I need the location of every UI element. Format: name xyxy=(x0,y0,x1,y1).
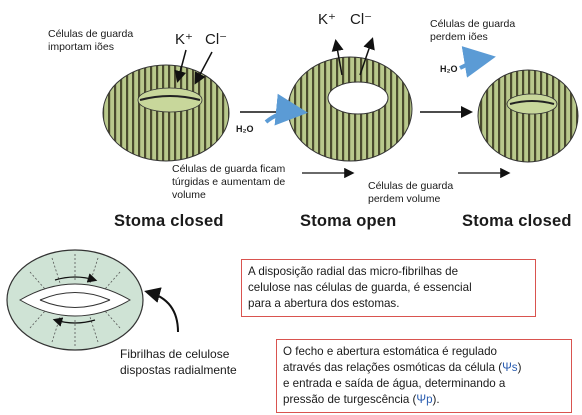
fibril-label-line2: dispostas radialmente xyxy=(120,362,237,378)
box1-line2: celulose nas células de guarda, é essenc… xyxy=(248,280,529,296)
fibril-pointer-arrow xyxy=(148,292,178,332)
fibril-label-line1: Fibrilhas de celulose xyxy=(120,346,237,362)
stoma-closed-left xyxy=(103,65,229,161)
ion-k-mid: K⁺ xyxy=(318,10,336,28)
box2-line4-end: ). xyxy=(433,393,440,406)
box2-line2-end: ) xyxy=(518,361,522,374)
label-turgid: Células de guarda ficam túrgidas e aumen… xyxy=(172,163,285,202)
label-volume-line2: perdem volume xyxy=(368,193,453,206)
label-lose-volume: Células de guarda perdem volume xyxy=(368,180,453,206)
label-turgid-line2: túrgidas e aumentam de xyxy=(172,176,285,189)
ion-cl-mid: Cl⁻ xyxy=(350,10,372,28)
water-label-left: H₂O xyxy=(236,124,254,134)
fibril-label: Fibrilhas de celulose dispostas radialme… xyxy=(120,346,237,378)
stage-title-open: Stoma open xyxy=(300,212,396,231)
label-lose-line1: Células de guarda xyxy=(430,18,515,31)
info-box-fibrils: A disposição radial das micro-fibrilhas … xyxy=(241,259,536,317)
label-import-line1: Células de guarda xyxy=(48,28,133,41)
box2-line1: O fecho e abertura estomática é regulado xyxy=(283,344,565,360)
box1-line1: A disposição radial das micro-fibrilhas … xyxy=(248,264,529,280)
info-box-osmotic: O fecho e abertura estomática é regulado… xyxy=(276,339,572,413)
label-turgid-line3: volume xyxy=(172,189,285,202)
label-volume-line1: Células de guarda xyxy=(368,180,453,193)
psi-s-symbol: Ψs xyxy=(502,361,517,374)
water-label-right: H₂O xyxy=(440,64,458,74)
label-lose-ions: Células de guarda perdem iões xyxy=(430,18,515,44)
box2-line4-text: pressão de turgescência ( xyxy=(283,393,416,406)
water-out-arrow xyxy=(460,58,488,68)
box2-line4: pressão de turgescência (Ψp). xyxy=(283,392,565,408)
label-turgid-line1: Células de guarda ficam xyxy=(172,163,285,176)
label-import-ions: Células de guarda importam iões xyxy=(48,28,133,54)
box2-line2-text: através das relações osmóticas da célula… xyxy=(283,361,502,374)
ion-k-left: K⁺ xyxy=(175,30,193,48)
stoma-closed-right xyxy=(478,70,578,162)
stage-title-closed-left: Stoma closed xyxy=(114,212,224,231)
stoma-open xyxy=(288,57,412,161)
box1-line3: para a abertura dos estomas. xyxy=(248,296,529,312)
label-lose-line2: perdem iões xyxy=(430,31,515,44)
box2-line2: através das relações osmóticas da célula… xyxy=(283,360,565,376)
box2-line3: e entrada e saída de água, determinando … xyxy=(283,376,565,392)
label-import-line2: importam iões xyxy=(48,41,133,54)
psi-p-symbol: Ψp xyxy=(416,393,432,406)
radial-fibril-diagram xyxy=(7,250,143,350)
stage-title-closed-right: Stoma closed xyxy=(462,212,572,231)
ion-cl-left: Cl⁻ xyxy=(205,30,227,48)
